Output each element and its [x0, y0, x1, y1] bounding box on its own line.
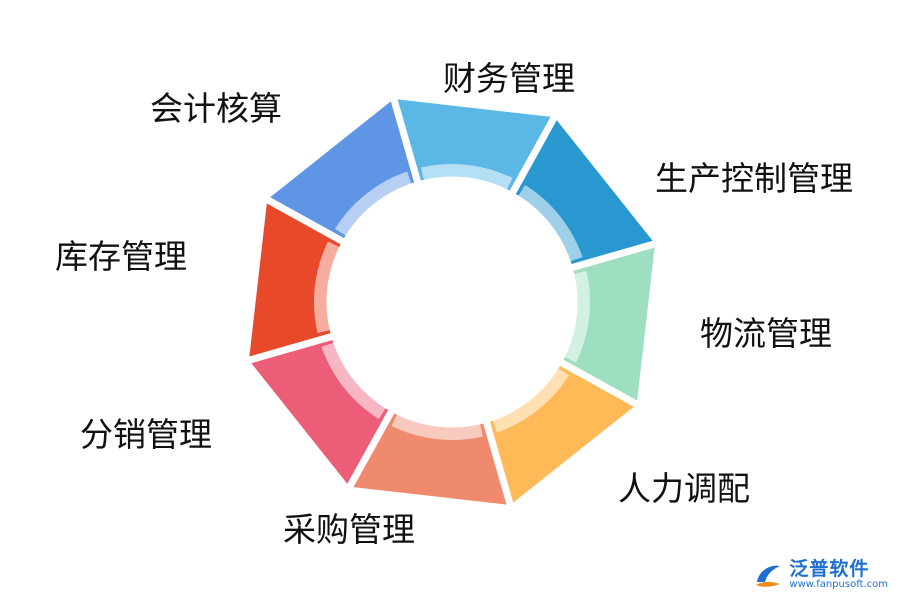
- segment-inner-glow-inventory: [314, 241, 343, 334]
- brand-url: www.fanpusoft.com: [789, 578, 888, 590]
- segment-inner-glow-hr: [491, 366, 570, 433]
- segment-label-purchasing: 采购管理: [283, 510, 415, 549]
- segment-inner-glow-purchasing: [391, 411, 484, 440]
- segment-inner-glow-distribution: [321, 341, 388, 420]
- segment-label-distribution: 分销管理: [80, 415, 212, 454]
- segment-label-accounting: 会计核算: [150, 89, 282, 128]
- segment-label-hr: 人力调配: [618, 469, 750, 508]
- segment-inner-glow-logistics: [561, 270, 590, 363]
- brand-name: 泛普软件: [789, 558, 870, 581]
- fanpu-logo-icon: [756, 565, 781, 587]
- segment-label-production: 生产控制管理: [655, 159, 853, 198]
- segment-label-logistics: 物流管理: [700, 314, 832, 353]
- center-hole: [331, 181, 573, 423]
- segment-inner-glow-production: [516, 184, 583, 263]
- segment-inner-glow-finance: [420, 163, 513, 193]
- segment-label-inventory: 库存管理: [55, 237, 187, 276]
- segment-label-finance: 财务管理: [443, 59, 575, 98]
- segment-inner-glow-accounting: [334, 171, 413, 238]
- brand-logo: 泛普软件 www.fanpusoft.com: [753, 558, 888, 590]
